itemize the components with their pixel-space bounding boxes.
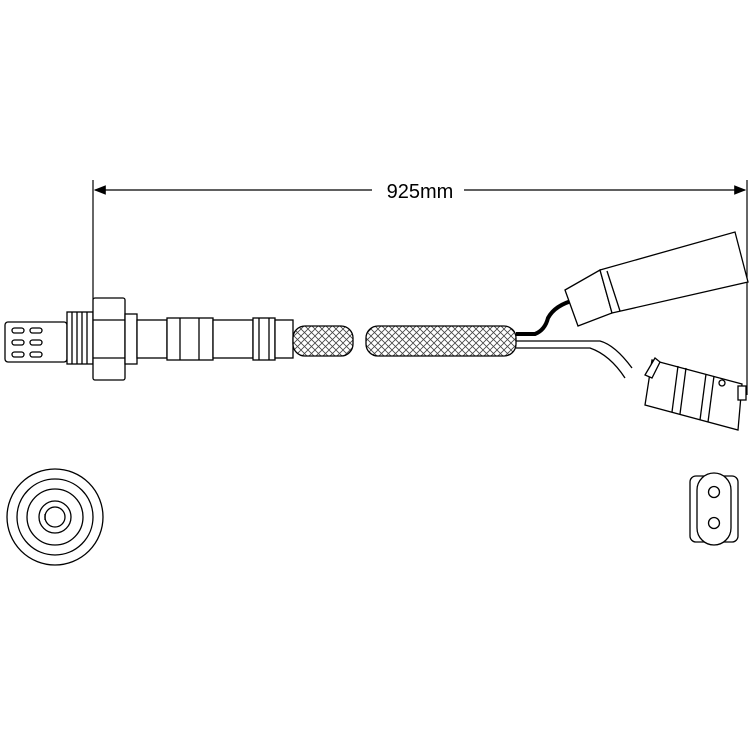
braided-cable-section [292,325,354,357]
connector-end-view [689,472,739,546]
dimension-annotation: 925mm [92,180,748,395]
sensor-end-view [6,468,104,566]
dimension-label: 925mm [387,181,454,203]
small-connector [644,357,747,431]
braided-cable-section [365,325,517,357]
sensor-hex-nut [92,297,126,381]
large-connector [564,231,749,327]
braided-cable [292,325,517,357]
sensor-body [4,297,294,381]
sensor-thread [66,311,94,365]
wires [516,298,633,379]
